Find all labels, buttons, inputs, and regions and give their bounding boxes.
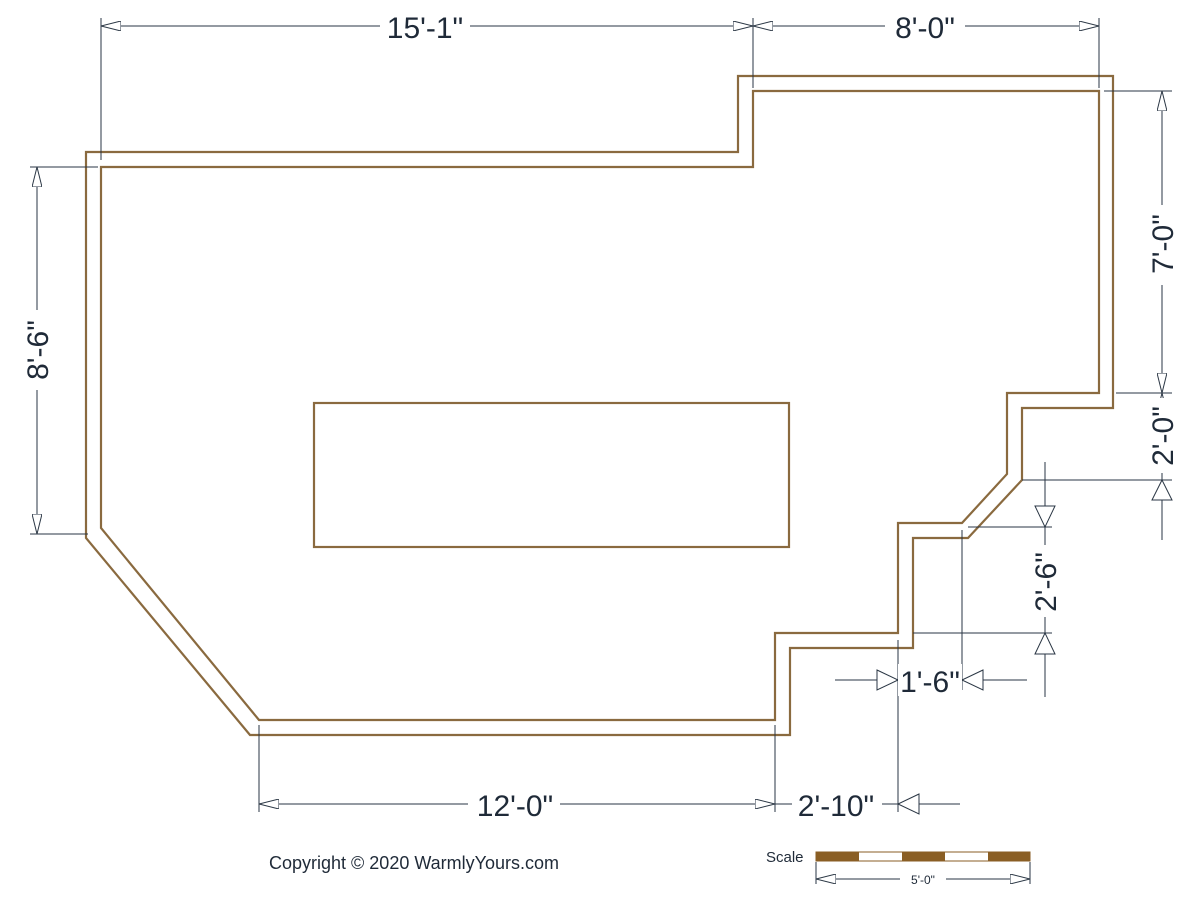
dim-label-step-vertical: 2'-6" [1030, 552, 1063, 612]
scale-bar: Scale 5'-0" [766, 849, 1031, 887]
dim-label-top-right: 8'-0" [895, 12, 955, 45]
extension-lines [30, 18, 1172, 812]
dim-label-right-lower: 2'-0" [1147, 406, 1180, 466]
dim-label-top-left: 15'-1" [387, 12, 463, 45]
scale-segment [816, 852, 859, 861]
dimension-lines [37, 26, 1173, 815]
scale-label: Scale [766, 849, 804, 866]
room-walls [84, 74, 1115, 737]
scale-segment [988, 852, 1030, 861]
dimension-labels: 15'-1" 8'-0" 8'-6" 7'-0" 2'-0" 2'-6" 1'-… [20, 10, 1180, 823]
center-island [312, 401, 791, 549]
scale-length-label: 5'-0" [911, 873, 935, 887]
outer-wall-outline [84, 74, 1115, 737]
inner-wall-outline [99, 89, 1101, 722]
copyright-text: Copyright © 2020 WarmlyYours.com [269, 853, 559, 873]
dim-label-left: 8'-6" [22, 320, 55, 380]
scale-segment [902, 852, 945, 861]
dim-label-step-horizontal: 1'-6" [900, 666, 960, 699]
dim-label-bottom-right: 2'-10" [798, 790, 874, 823]
dim-label-right-upper: 7'-0" [1147, 214, 1180, 274]
dim-label-bottom-left: 12'-0" [477, 790, 553, 823]
